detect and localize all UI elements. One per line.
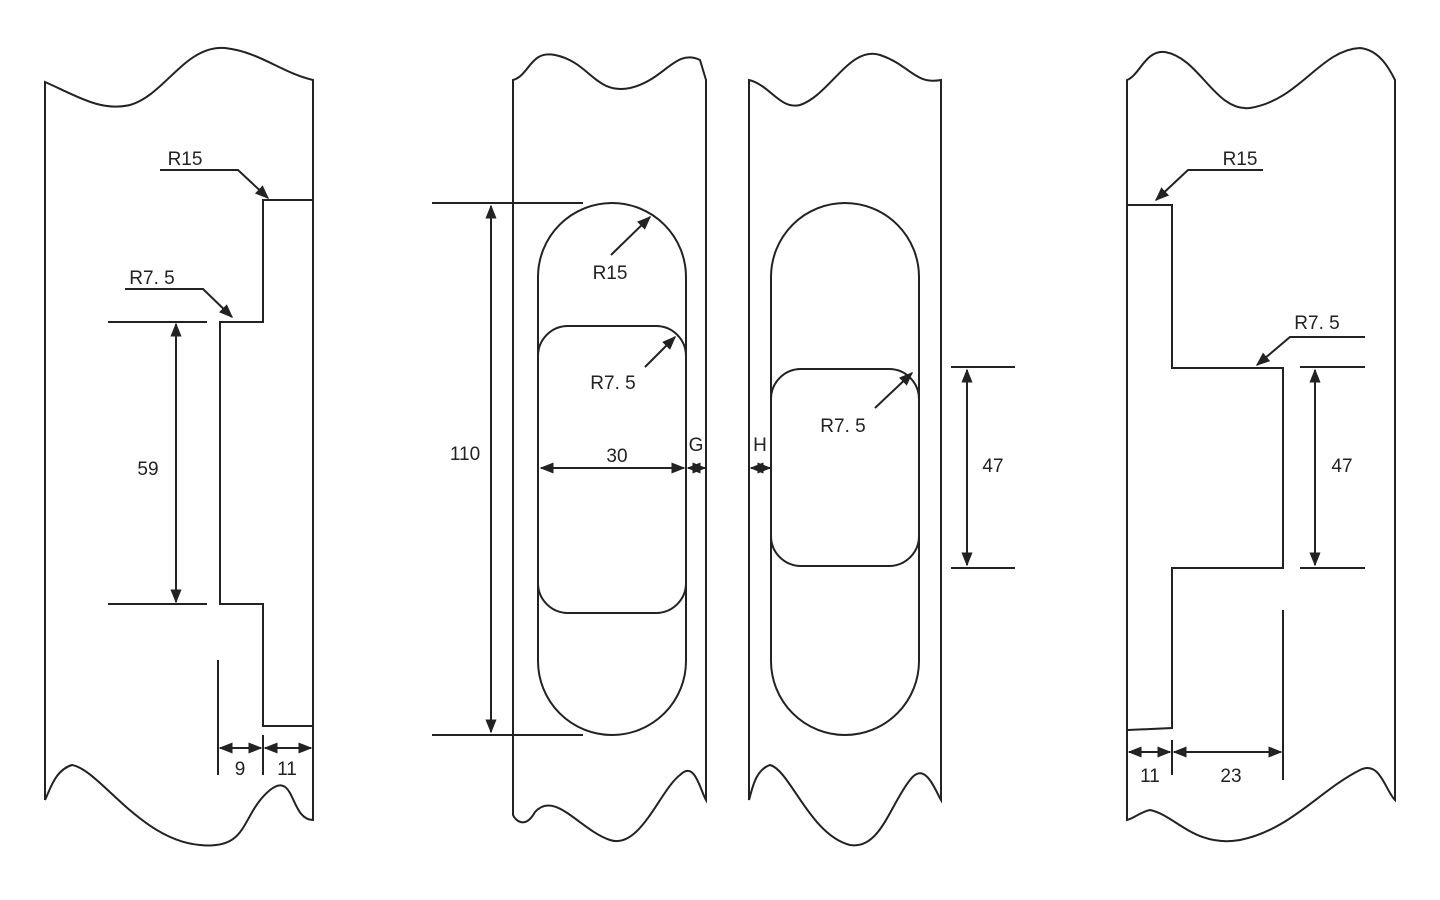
inner-rounded-rect bbox=[537, 325, 687, 614]
label-r75: R7. 5 bbox=[129, 268, 174, 289]
leader-r15 bbox=[1154, 169, 1263, 201]
panel-outline bbox=[512, 53, 707, 843]
view-4-side-profile: R15 R7. 5 47 11 23 bbox=[1126, 46, 1396, 843]
label-g: G bbox=[689, 435, 704, 456]
leader-r75 bbox=[125, 288, 234, 318]
label-47: 47 bbox=[982, 456, 1003, 477]
leader-r75 bbox=[1255, 336, 1365, 366]
profile-cutout bbox=[219, 199, 313, 727]
ext-lines bbox=[108, 321, 264, 775]
label-11: 11 bbox=[277, 759, 297, 780]
label-r15: R15 bbox=[593, 263, 628, 284]
label-r75: R7. 5 bbox=[1294, 313, 1339, 334]
label-r75: R7. 5 bbox=[590, 373, 635, 394]
inner-rounded-rect bbox=[770, 368, 920, 567]
leader-r75 bbox=[644, 336, 676, 368]
ext-lines bbox=[1171, 366, 1365, 780]
panel-outline bbox=[748, 52, 942, 847]
panel-outline bbox=[1126, 46, 1396, 843]
leader-r15 bbox=[610, 216, 652, 256]
label-r75: R7. 5 bbox=[820, 416, 865, 437]
label-110: 110 bbox=[450, 444, 480, 465]
ext-lines bbox=[432, 202, 583, 736]
view-1-side-profile: R15 R7. 5 59 9 11 bbox=[44, 46, 314, 847]
label-9: 9 bbox=[235, 759, 246, 780]
view-3-front-cutout: R7. 5 H 47 bbox=[748, 52, 1015, 847]
label-23: 23 bbox=[1220, 766, 1241, 787]
label-r15: R15 bbox=[1223, 149, 1258, 170]
view-2-front-cutout: R15 R7. 5 110 30 G bbox=[432, 53, 707, 843]
leader-r15 bbox=[160, 169, 270, 199]
label-47: 47 bbox=[1331, 456, 1352, 477]
stadium-outline bbox=[770, 202, 920, 736]
ext-lines bbox=[951, 366, 1015, 569]
label-h: H bbox=[753, 435, 767, 456]
label-11: 11 bbox=[1140, 766, 1160, 787]
label-r15: R15 bbox=[168, 149, 203, 170]
panel-outline bbox=[44, 46, 314, 847]
profile-cutout bbox=[1127, 204, 1284, 731]
label-59: 59 bbox=[137, 459, 158, 480]
leader-r75 bbox=[874, 372, 914, 409]
label-30: 30 bbox=[606, 446, 627, 467]
